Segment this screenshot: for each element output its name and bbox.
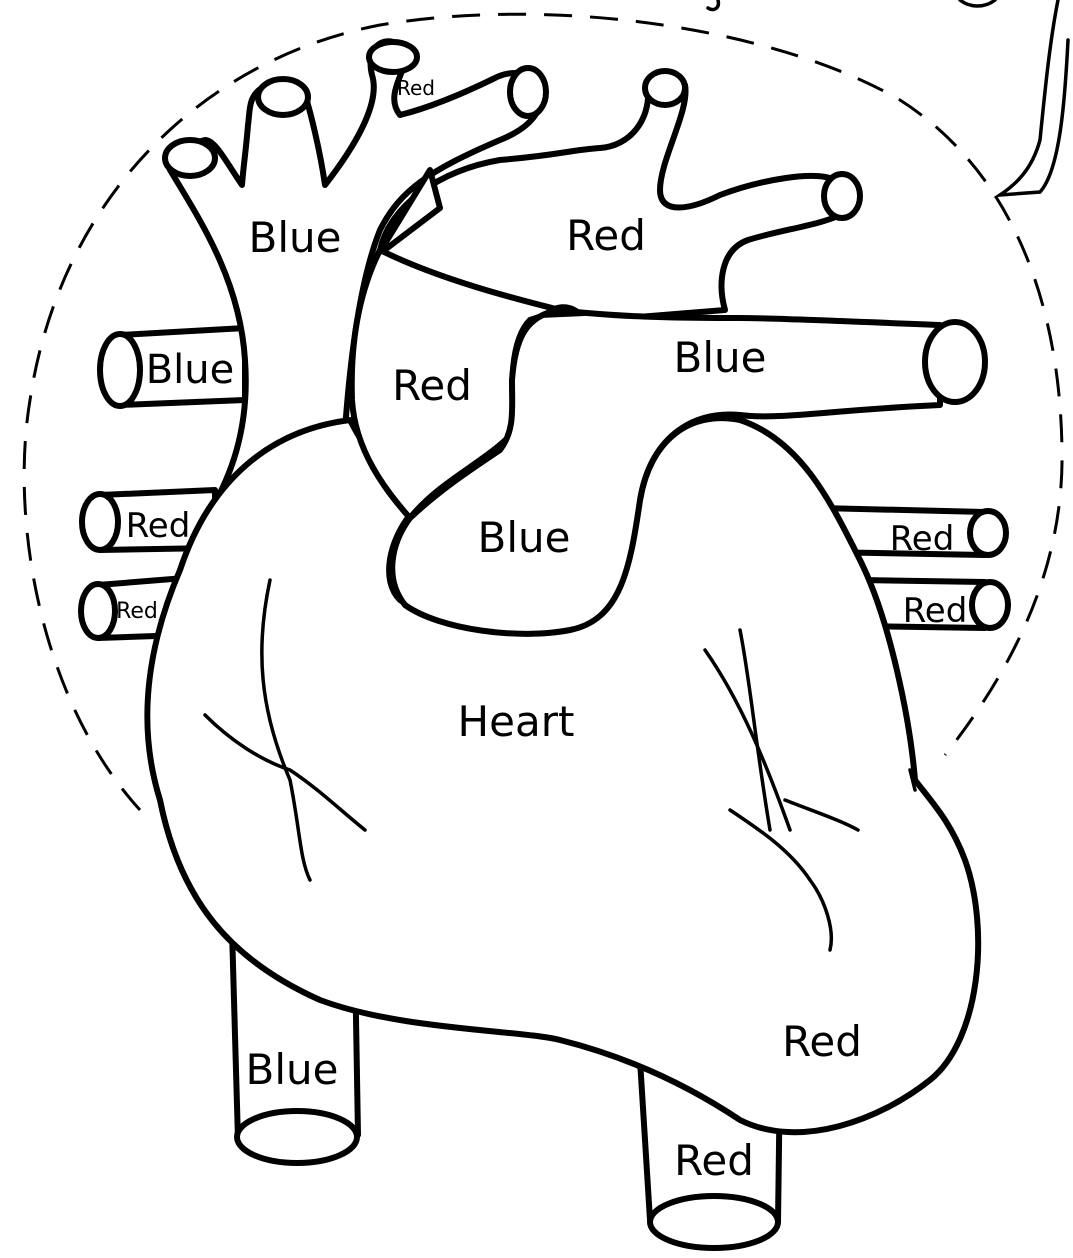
svc-branch-top (369, 42, 417, 72)
label-left-pulmonary-artery: Blue (674, 333, 767, 382)
label-inferior-vena-cava: Blue (246, 1045, 339, 1094)
label-left-vein-upper: Red (126, 506, 191, 546)
svc-branch-left (165, 140, 215, 176)
svc-branch-right (510, 68, 546, 116)
label-ascending-aorta: Red (392, 361, 472, 410)
label-pulmonary-trunk: Blue (478, 513, 571, 562)
label-left-ventricle: Red (782, 1017, 862, 1066)
label-right-vein-upper: Red (890, 519, 955, 559)
label-left-vein-lower: Red (116, 599, 158, 624)
label-aortic-arch: Red (566, 211, 646, 260)
label-aortic-branch-top: Red (397, 76, 435, 100)
label-right-pulmonary-artery: Blue (146, 347, 235, 393)
label-heart: Heart (458, 697, 575, 746)
arch-branch-left (645, 71, 685, 105)
corner-drawing (960, 0, 1068, 195)
arch-branch-right (824, 174, 860, 218)
label-superior-vena-cava: Blue (249, 213, 342, 262)
svc-branch-mid (258, 79, 308, 115)
label-descending-aorta: Red (674, 1136, 754, 1185)
pulmonary-artery-opening (925, 322, 985, 402)
label-right-vein-lower: Red (903, 591, 968, 631)
corner-mark (708, 0, 718, 10)
